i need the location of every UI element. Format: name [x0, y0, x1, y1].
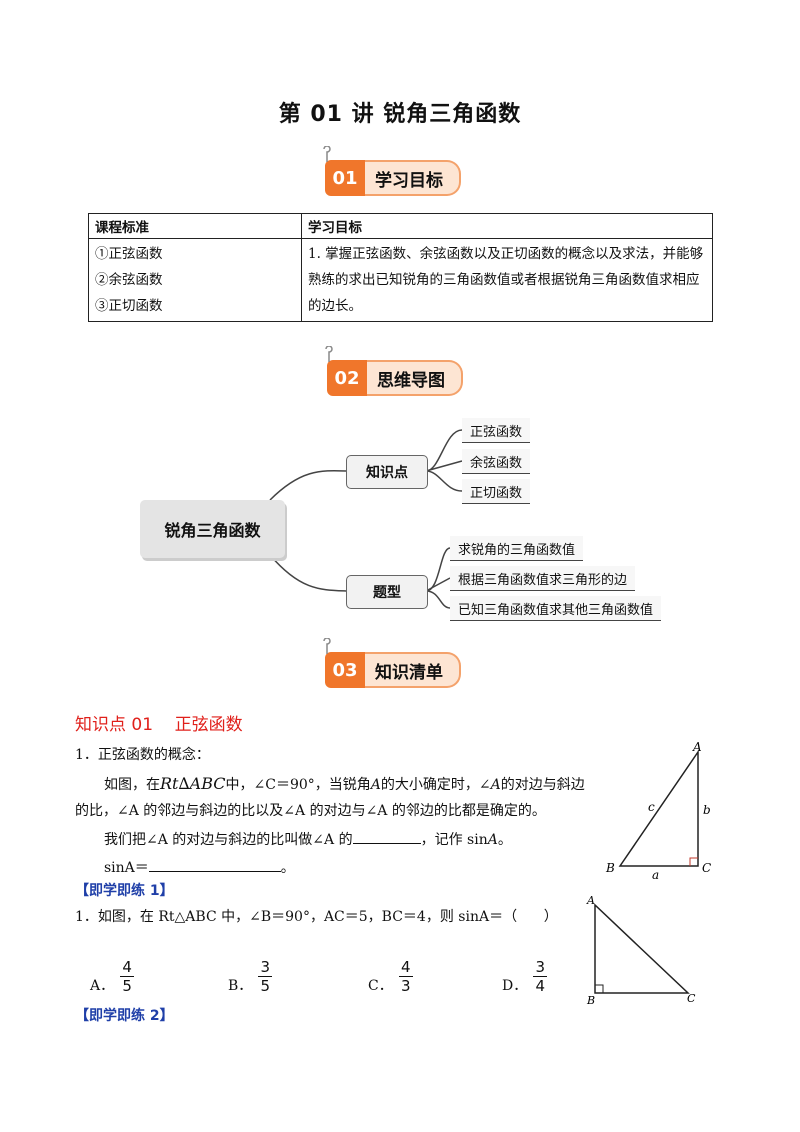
goals-table: 课程标准 学习目标 ①正弦函数 ②余弦函数 ③正切函数 1. 掌握正弦函数、余弦… [88, 213, 713, 322]
numerator: 4 [400, 958, 411, 976]
mindmap-leaf: 已知三角函数值求其他三角函数值 [450, 596, 662, 621]
numerator: 3 [535, 958, 545, 976]
mindmap-root: 锐角三角函数 [140, 500, 285, 558]
fraction-bar [533, 976, 548, 977]
concept-paragraph-4: sinA＝ 。 [104, 857, 295, 878]
angle-letter: A [490, 777, 501, 793]
fraction-bar [398, 976, 413, 977]
text: sinA＝ [104, 860, 149, 876]
denominator: 3 [400, 977, 411, 995]
practice-question-1: 1．如图，在 Rt△ABC 中，∠B＝90°，AC＝5，BC＝4，则 sinA＝… [75, 909, 558, 925]
standard-item: ①正弦函数 [95, 246, 163, 262]
option-letter: A． [90, 978, 115, 994]
text: ，记作 sin [420, 832, 488, 848]
numerator: 3 [260, 958, 271, 976]
vertex-label: C [702, 861, 711, 875]
denominator: 4 [535, 977, 545, 995]
option-letter: D． [502, 978, 528, 994]
standard-item: ③正切函数 [95, 298, 163, 314]
triangle-figure-2: A B C [586, 894, 696, 1007]
page-title: 第 01 讲 锐角三角函数 [278, 102, 522, 127]
triangle-notation: Rt∆ABC [160, 774, 226, 793]
mindmap-leaf: 求锐角的三角函数值 [450, 536, 584, 561]
section-badge-02: 02 思维导图 [325, 346, 463, 396]
side-label: b [703, 803, 711, 817]
fraction-bar [120, 976, 135, 977]
section-number: 02 [327, 360, 367, 396]
text: 。 [280, 860, 295, 876]
fraction-bar [258, 976, 273, 977]
table-header: 课程标准 [88, 213, 302, 239]
practice-label-1: 【即学即练 1】 [75, 883, 174, 899]
mindmap-leaf: 根据三角函数值求三角形的边 [450, 566, 636, 591]
vertex-label: C [687, 992, 696, 1005]
option-letter: B． [228, 978, 253, 994]
vertex-label: A [586, 894, 595, 907]
practice-label-2: 【即学即练 2】 [75, 1008, 174, 1024]
section-number: 01 [325, 160, 365, 196]
mindmap-leaf: 正弦函数 [462, 418, 531, 443]
mindmap-leaf: 正切函数 [462, 479, 531, 504]
vertex-label: A [692, 740, 702, 754]
hook-icon [325, 346, 333, 362]
text: 如图，在 [104, 777, 160, 793]
section-badge-03: 03 知识清单 [323, 638, 461, 688]
concept-paragraph-3: 我们把∠A 的对边与斜边的比叫做∠A 的 ，记作 sinA。 [104, 829, 512, 850]
standards-cell: ①正弦函数 ②余弦函数 ③正切函数 [88, 238, 302, 322]
text: 中，∠C＝90°，当锐角 [225, 777, 371, 793]
hook-icon [323, 146, 331, 162]
mindmap-leaf: 余弦函数 [462, 449, 531, 474]
hook-icon [323, 638, 331, 654]
knowledge-heading: 知识点 01 正弦函数 [75, 715, 243, 735]
concept-paragraph-2: 的比，∠A 的邻边与斜边的比以及∠A 的对边与∠A 的邻边的比都是确定的。 [75, 803, 546, 819]
fill-blank [352, 829, 421, 844]
objective-cell: 1. 掌握正弦函数、余弦函数以及正切函数的概念以及求法，并能够熟练的求出已知锐角… [301, 238, 713, 322]
side-label: a [652, 868, 659, 882]
side-label: c [648, 800, 655, 814]
section-label: 知识清单 [365, 652, 461, 688]
section-label: 学习目标 [365, 160, 461, 196]
mindmap-branch-question-type: 题型 [346, 575, 428, 609]
concept-paragraph-1: 如图，在Rt∆ABC中，∠C＝90°，当锐角A的大小确定时，∠A的对边与斜边 [104, 774, 585, 795]
mindmap-branch-knowledge: 知识点 [346, 455, 428, 489]
numerator: 4 [122, 958, 132, 976]
section-badge-01: 01 学习目标 [323, 146, 461, 196]
text: 的大小确定时，∠ [380, 777, 491, 793]
standard-item: ②余弦函数 [95, 272, 163, 288]
text: 我们把∠A 的对边与斜边的比叫做∠A 的 [104, 832, 353, 848]
fill-blank [148, 857, 281, 872]
denominator: 5 [260, 977, 271, 995]
concept-item: 1．正弦函数的概念： [75, 747, 210, 763]
option-letter: C． [368, 978, 393, 994]
triangle-figure-1: A B C a b c [605, 740, 711, 882]
section-label: 思维导图 [367, 360, 463, 396]
angle-letter: A [370, 777, 381, 793]
text: 。 [497, 832, 512, 848]
angle-letter: A [487, 832, 498, 848]
vertex-label: B [605, 861, 615, 875]
denominator: 5 [122, 977, 132, 995]
vertex-label: B [586, 994, 595, 1007]
text: 的对边与斜边 [500, 777, 585, 793]
section-number: 03 [325, 652, 365, 688]
